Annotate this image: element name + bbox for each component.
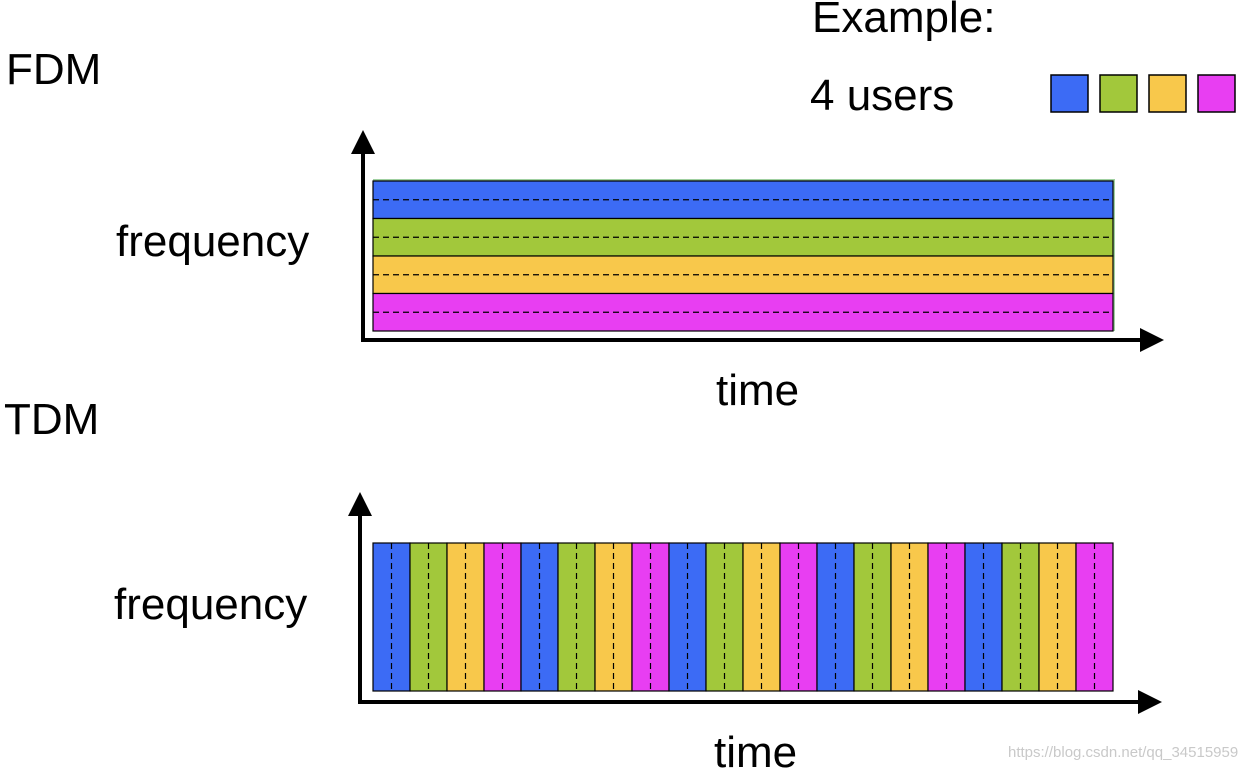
example-subtitle: 4 users — [810, 71, 955, 120]
fdm-title: FDM — [6, 45, 102, 94]
legend-swatch-user-4 — [1197, 74, 1236, 113]
tdm-slots — [372, 542, 1114, 692]
tdm-time-label: time — [714, 728, 798, 772]
legend-swatch-user-3 — [1148, 74, 1187, 113]
watermark-text: https://blog.csdn.net/qq_34515959 — [1008, 744, 1239, 761]
example-title: Example: — [812, 0, 996, 42]
fdm-bands — [372, 179, 1115, 332]
legend-swatch-user-1 — [1050, 74, 1089, 113]
legend-swatches — [1050, 74, 1236, 113]
fdm-frequency-label: frequency — [116, 217, 310, 266]
legend-swatch-user-2 — [1099, 74, 1138, 113]
tdm-frequency-label: frequency — [114, 580, 308, 629]
tdm-title: TDM — [4, 395, 100, 444]
fdm-time-label: time — [716, 366, 800, 415]
